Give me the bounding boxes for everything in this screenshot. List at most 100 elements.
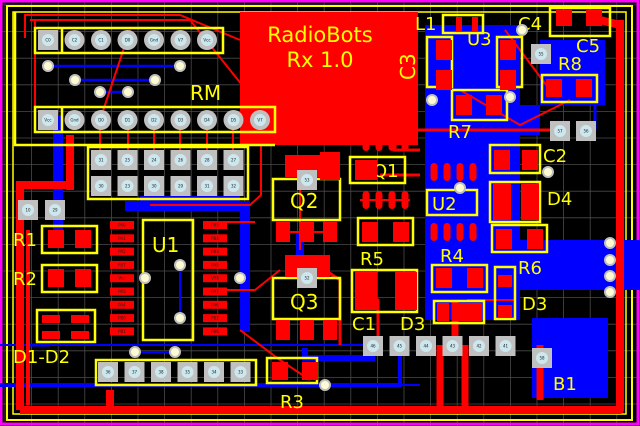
r6-pad-1[interactable]	[496, 229, 512, 249]
left-pad-0[interactable]: 10	[18, 200, 38, 220]
bottom-header-pin-5[interactable]: 33	[230, 362, 251, 382]
header-grid-bottom-1[interactable]: 23	[117, 176, 138, 196]
u2-bottom-pin-0[interactable]	[430, 223, 438, 241]
r8-th-pad-1[interactable]: 56	[576, 121, 596, 141]
bottom-header-pin-0[interactable]: 36	[98, 362, 118, 382]
u1-left-pin-0[interactable]: PA0	[110, 221, 134, 229]
q1-top-pin-1[interactable]	[362, 133, 370, 151]
r4-pad-2[interactable]	[436, 268, 452, 288]
u2-top-pin-2[interactable]	[456, 163, 464, 181]
rm-bottom-pin-5[interactable]: D3	[170, 110, 191, 130]
d3-left-pad-a[interactable]	[437, 303, 449, 321]
header-grid-top-4[interactable]: 28	[197, 150, 217, 170]
q3-tab-pad[interactable]: 52	[297, 268, 317, 288]
u1-left-pin-7[interactable]: PB0	[110, 314, 134, 323]
q1-side-pad[interactable]	[320, 152, 340, 180]
q1-pin-3[interactable]	[388, 191, 396, 209]
header-grid-bottom-3[interactable]: 29	[170, 176, 191, 196]
u1-left-pin-2[interactable]: PA2	[110, 247, 134, 256]
r5-pad-1[interactable]	[362, 222, 378, 242]
rm-bottom-pin-4[interactable]: D2	[144, 110, 164, 130]
u2-top-pin-0[interactable]	[430, 163, 438, 181]
right-header-pin-4[interactable]: 42	[469, 336, 489, 356]
b1-pad[interactable]: 58	[532, 348, 552, 368]
u3-pad-2r[interactable]	[500, 70, 516, 90]
q1-pin-1[interactable]	[362, 191, 370, 209]
header-grid-top-5[interactable]: 27	[223, 150, 244, 170]
rm-top-pin-6[interactable]: Vcc	[197, 30, 217, 50]
r7-pad-2[interactable]	[486, 95, 502, 115]
header-grid-bottom-4[interactable]: 31	[197, 176, 217, 196]
q1-top-pin-4[interactable]	[401, 133, 409, 151]
u2-top-pin-1[interactable]	[443, 163, 451, 181]
c1-pad-1[interactable]	[355, 272, 377, 310]
d3-right-pad-a[interactable]	[498, 275, 512, 287]
u1-left-pin-1[interactable]: PA1	[110, 234, 134, 243]
bottom-header-pin-2[interactable]: 38	[151, 362, 171, 382]
q1-body-pad[interactable]	[355, 160, 377, 180]
c4-pad[interactable]: 55	[531, 44, 551, 64]
right-header-pin-3[interactable]: 43	[442, 336, 463, 356]
u1-right-pin-7[interactable]: PB2	[203, 314, 227, 323]
r2-pad-1[interactable]	[48, 269, 64, 287]
u1-right-pin-1[interactable]: PB4	[203, 234, 227, 243]
u2-bottom-pin-2[interactable]	[456, 223, 464, 241]
r8-pad-2[interactable]	[576, 79, 592, 97]
d4-pad-2[interactable]	[521, 184, 539, 220]
q2-pad-b[interactable]	[276, 222, 290, 242]
header-grid-top-1[interactable]: 25	[117, 150, 138, 170]
q1-pin-4[interactable]	[401, 191, 409, 209]
r5-pad-2[interactable]	[393, 222, 409, 242]
q2-tab[interactable]	[285, 155, 330, 177]
u3-pad-1r[interactable]	[500, 40, 516, 60]
q2-pad-c[interactable]	[300, 222, 314, 242]
rm-bottom-pin-0[interactable]: Vcc	[38, 110, 58, 130]
q1-top-pin-2[interactable]	[375, 133, 383, 151]
u1-left-pin-4[interactable]: Vcc	[110, 274, 134, 283]
r7-pad-1[interactable]	[456, 95, 472, 115]
rm-bottom-pin-3[interactable]: D1	[117, 110, 138, 130]
rm-bottom-pin-2[interactable]: D0	[91, 110, 111, 130]
r4-pad-1[interactable]	[467, 268, 483, 288]
r8-th-pad-0[interactable]: 57	[550, 121, 570, 141]
q2-tab-pad[interactable]: 53	[297, 170, 317, 190]
u1-left-pin-5[interactable]: PA3	[110, 287, 134, 296]
d3-right-pad-k[interactable]	[498, 305, 512, 317]
q2-pad-e[interactable]	[323, 222, 337, 242]
q1-top-pin-3[interactable]	[388, 133, 396, 151]
q3-pad-b[interactable]	[276, 320, 290, 340]
d2-pad-2[interactable]	[42, 331, 60, 339]
right-header-pin-1[interactable]: 45	[389, 336, 410, 356]
rm-top-pin-2[interactable]: C1	[91, 30, 111, 50]
u1-right-pin-0[interactable]: PB5	[203, 221, 227, 229]
left-pad-1[interactable]: 29	[45, 200, 65, 220]
d1-pad-4[interactable]	[71, 315, 89, 323]
u2-top-pin-3[interactable]	[469, 163, 477, 181]
rm-bottom-pin-8[interactable]: V7	[250, 110, 270, 130]
rm-bottom-pin-6[interactable]: D4	[197, 110, 217, 130]
d2-pad-3[interactable]	[71, 331, 89, 339]
header-grid-top-3[interactable]: 26	[170, 150, 191, 170]
r1-pad-2[interactable]	[75, 230, 91, 248]
c5-pad-1[interactable]	[556, 10, 572, 26]
right-header-pin-0[interactable]: 46	[363, 336, 383, 356]
q1-pin-2[interactable]	[375, 191, 383, 209]
u1-right-pin-5[interactable]: PA7	[203, 287, 227, 296]
u1-left-pin-8[interactable]: PB1	[110, 327, 134, 336]
l1-pad-1[interactable]	[456, 17, 462, 31]
d4-pad-1[interactable]	[493, 184, 511, 220]
q3-pad-e[interactable]	[323, 320, 337, 340]
bottom-header-pin-4[interactable]: 34	[204, 362, 224, 382]
u1-right-pin-6[interactable]: PA6	[203, 300, 227, 309]
header-grid-bottom-2[interactable]: 30	[144, 176, 164, 196]
right-header-pin-2[interactable]: 44	[416, 336, 436, 356]
d1-pad-1[interactable]	[42, 315, 60, 323]
u2-bottom-pin-3[interactable]	[469, 223, 477, 241]
u1-right-pin-4[interactable]: VSS	[203, 274, 227, 283]
q3-tab[interactable]	[285, 255, 330, 277]
r1-pad-1[interactable]	[48, 230, 64, 248]
u1-left-pin-6[interactable]: PA4	[110, 300, 134, 309]
rm-top-pin-4[interactable]: Gnd	[144, 30, 164, 50]
rm-top-pin-5[interactable]: V7	[170, 30, 191, 50]
u1-right-pin-3[interactable]: PA5	[203, 260, 227, 269]
